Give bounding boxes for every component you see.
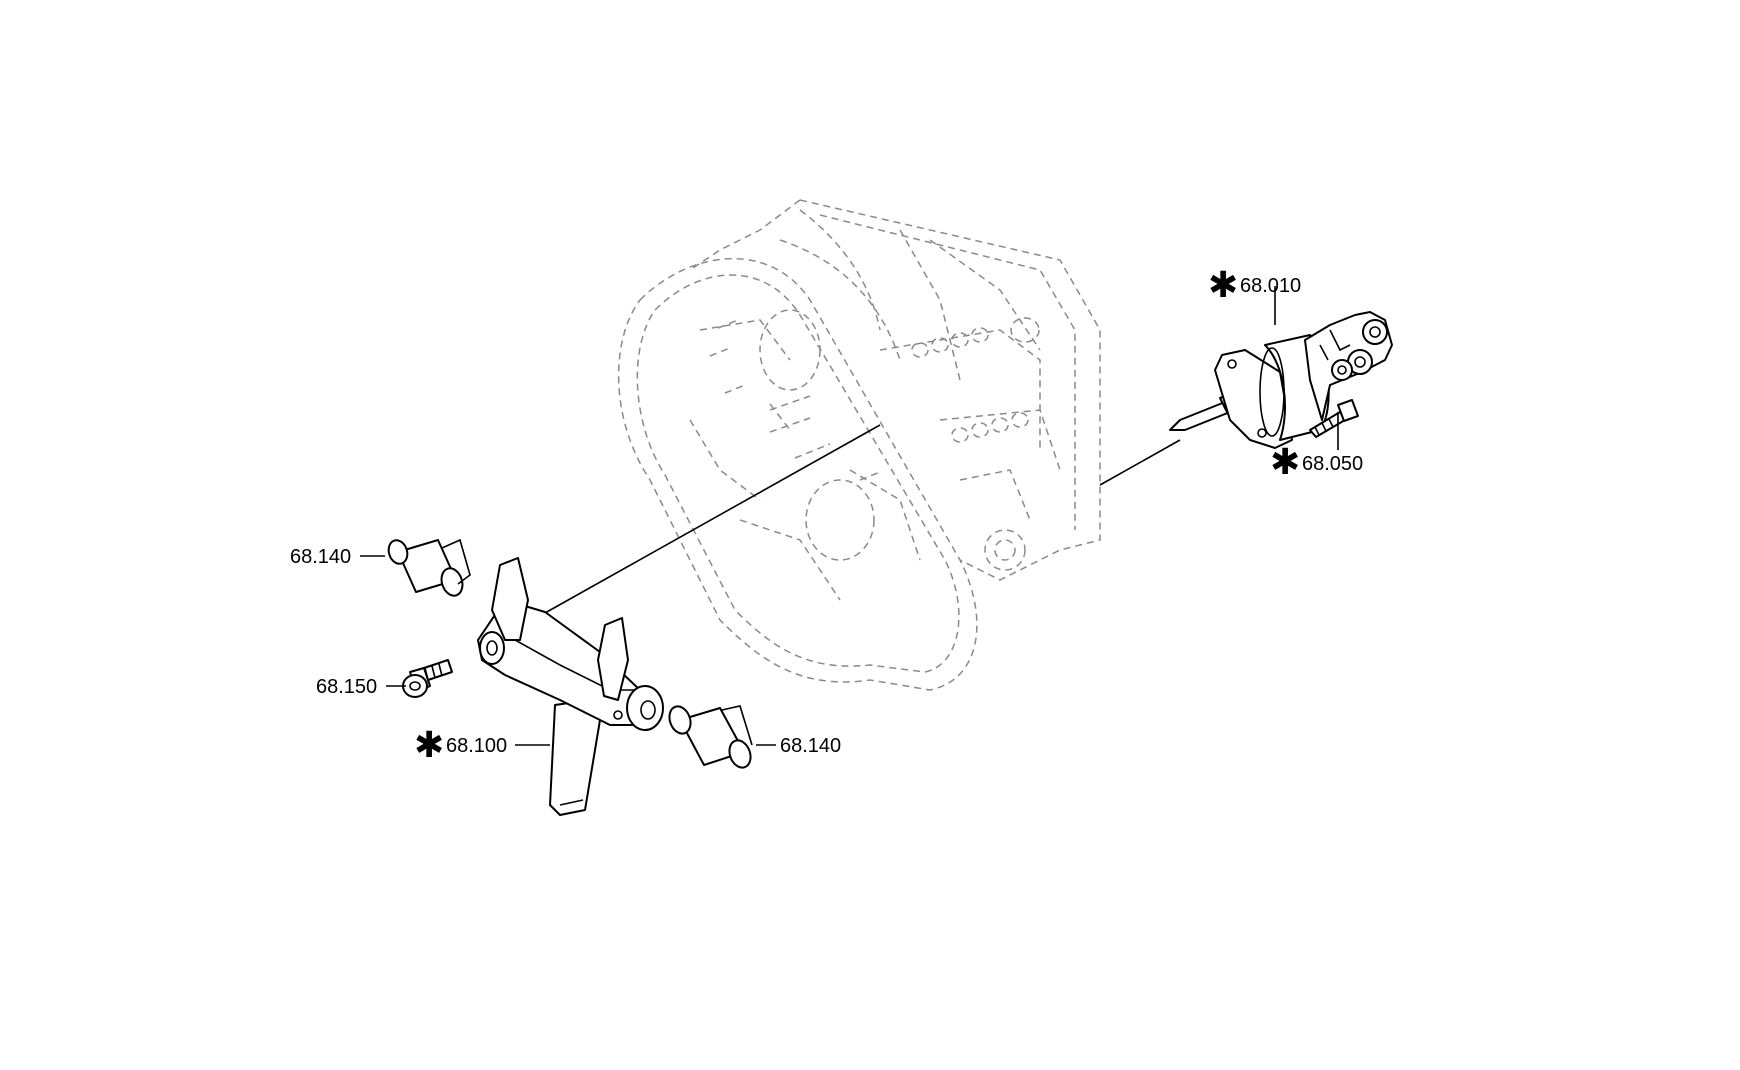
bushing-right-part [668,705,753,769]
label-68-140-right: 68.140 [780,735,841,757]
label-68-010: 68.010 [1240,275,1301,297]
marker-68-050: ✱ [1270,442,1300,483]
alignment-line-actuator [1099,439,1181,486]
fork-bolt-part [402,659,453,698]
label-68-050: 68.050 [1302,453,1363,475]
bushing-left-part [387,538,471,597]
transmission-housing-phantom [617,199,1101,691]
label-68-140-left: 68.140 [290,546,351,568]
alignment-line-fork [544,424,881,614]
label-68-150: 68.150 [316,676,377,698]
clutch-actuator-part [1169,311,1393,449]
label-68-100: 68.100 [446,735,507,757]
marker-68-010: ✱ [1208,265,1238,306]
release-fork-part [477,557,664,816]
marker-68-100: ✱ [414,725,444,766]
actuator-bolt-part [1309,399,1359,438]
